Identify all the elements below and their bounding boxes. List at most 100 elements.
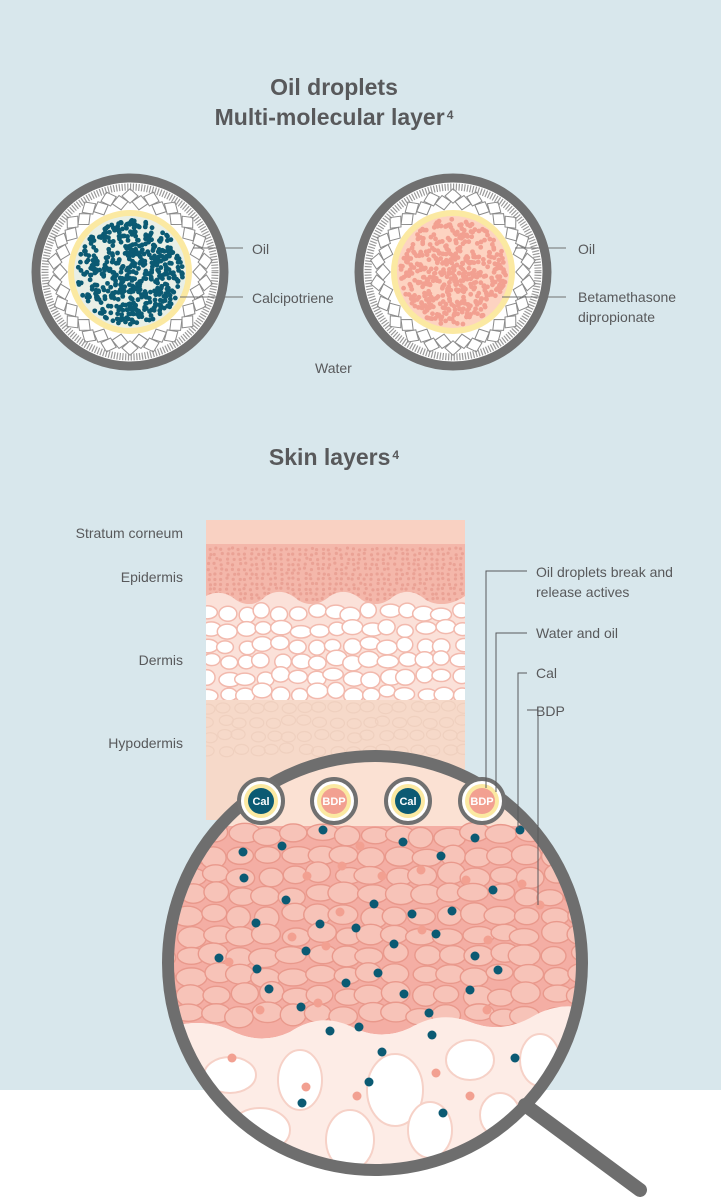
calcipotriene-molecule	[378, 1048, 387, 1057]
epidermis-cell	[231, 592, 234, 595]
epidermis-cell	[389, 547, 392, 550]
skin-cell	[508, 945, 540, 966]
epidermis-cell	[310, 568, 313, 571]
molecule-dot	[458, 265, 463, 270]
epidermis-cell	[274, 583, 277, 586]
molecule-dot	[116, 297, 121, 302]
molecule-dot	[421, 275, 426, 280]
molecule-dot	[165, 286, 170, 291]
epidermis-cell	[274, 567, 277, 570]
epidermis-cell	[311, 582, 314, 585]
dermis-cell	[199, 670, 215, 686]
skin-cell	[231, 983, 258, 1004]
molecule-dot	[482, 303, 487, 308]
molecule-dot	[455, 321, 460, 326]
epidermis-cell	[250, 552, 253, 555]
molecule-dot	[149, 256, 154, 261]
epidermis-cell	[273, 557, 276, 560]
skin-cell	[357, 848, 384, 868]
epidermis-cell	[309, 592, 312, 595]
epidermis-cell	[262, 562, 265, 565]
molecule-dot	[445, 288, 450, 293]
molecule-dot	[101, 272, 106, 277]
dermis-cell	[434, 687, 454, 702]
epidermis-cell	[287, 587, 290, 590]
molecule-dot	[88, 277, 93, 282]
epidermis-cell	[448, 583, 451, 586]
epidermis-cell	[453, 563, 456, 566]
dermis-cell	[221, 656, 238, 669]
badge-bdp: BDP	[312, 779, 356, 823]
epidermis-cell	[370, 553, 373, 556]
molecule-dot	[106, 304, 111, 309]
epidermis-cell	[267, 588, 270, 591]
epidermis-cell	[417, 558, 420, 561]
dermis-cell	[272, 667, 290, 682]
dermis-cell	[416, 667, 433, 683]
epidermis-cell	[346, 547, 349, 550]
epidermis-cell	[233, 588, 236, 591]
epidermis-cell	[418, 573, 421, 576]
molecule-dot	[446, 260, 451, 265]
molecule-dot	[415, 269, 420, 274]
betamethasone-molecule	[466, 1092, 475, 1101]
epidermis-cell	[280, 582, 283, 585]
molecule-dot	[142, 252, 147, 257]
molecule-dot	[412, 278, 417, 283]
molecule-dot	[90, 287, 95, 292]
epidermis-cell	[357, 553, 360, 556]
epidermis-cell	[239, 578, 242, 581]
skin-cell	[511, 982, 540, 1004]
molecule-dot	[89, 273, 94, 278]
epidermis-cell	[220, 567, 223, 570]
epidermis-cell	[339, 582, 342, 585]
molecule-dot	[429, 295, 434, 300]
epidermis-cell	[352, 563, 355, 566]
molecule-dot	[457, 288, 462, 293]
epidermis-cell	[381, 587, 384, 590]
molecule-dot	[95, 262, 100, 267]
epidermis-cell	[436, 548, 439, 551]
molecule-dot	[447, 297, 452, 302]
skin-cell	[204, 882, 229, 902]
epidermis-cell	[269, 583, 272, 586]
molecule-dot	[441, 260, 446, 265]
epidermis-cell	[261, 573, 264, 576]
callout-cal: Cal	[536, 663, 557, 683]
molecule-dot	[463, 239, 468, 244]
epidermis-cell	[441, 587, 444, 590]
epidermis-cell	[287, 563, 290, 566]
epidermis-cell	[226, 583, 229, 586]
epidermis-cell	[376, 588, 379, 591]
epidermis-cell	[422, 592, 425, 595]
skin-cell	[202, 904, 227, 921]
molecule-dot	[493, 293, 498, 298]
epidermis-cell	[232, 578, 235, 581]
molecule-dot	[476, 260, 481, 265]
epidermis-cell	[412, 562, 415, 565]
molecule-dot	[447, 316, 452, 321]
molecule-dot	[473, 280, 478, 285]
betamethasone-molecule	[302, 1083, 311, 1092]
molecule-dot	[453, 282, 458, 287]
molecule-dot	[443, 306, 448, 311]
epidermis-cell	[291, 588, 294, 591]
epidermis-cell	[292, 592, 295, 595]
epidermis-cell	[442, 558, 445, 561]
skin-cell	[226, 906, 250, 927]
molecule-dot	[464, 220, 469, 225]
epidermis-cell	[297, 563, 300, 566]
molecule-dot	[132, 225, 137, 230]
epidermis-cell	[321, 567, 324, 570]
epidermis-cell	[328, 582, 331, 585]
molecule-dot	[457, 271, 462, 276]
molecule-dot	[158, 311, 163, 316]
molecule-dot	[415, 232, 420, 237]
epidermis-cell	[448, 547, 451, 550]
molecule-dot	[114, 273, 119, 278]
molecule-dot	[461, 232, 466, 237]
epidermis-cell	[449, 562, 452, 565]
epidermis-cell	[383, 547, 386, 550]
epidermis-cell	[227, 552, 230, 555]
calcipotriene-molecule	[408, 910, 417, 919]
